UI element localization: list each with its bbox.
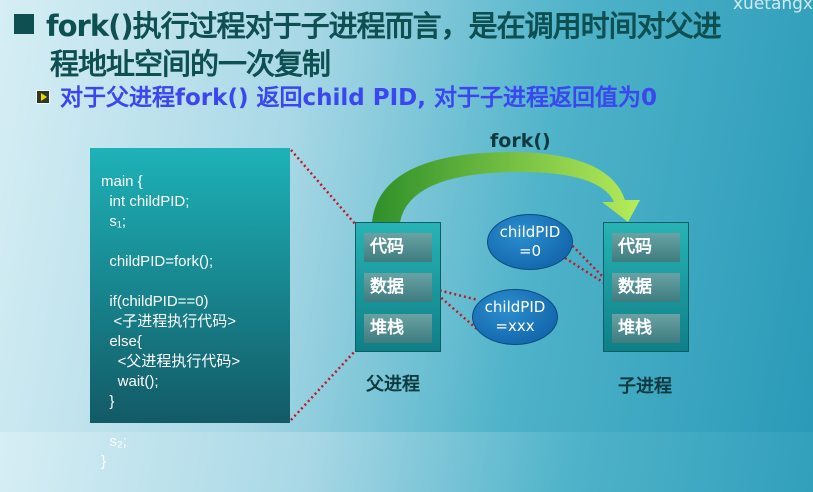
slide-title-line1: fork()执行过程对于子进程而言，是在调用时间对父进 [14, 6, 722, 46]
diagram-connectors [290, 149, 640, 421]
code-line: <子进程执行代码> [101, 313, 237, 330]
ellipse-text: childPID [499, 223, 561, 241]
code-line: wait(); [101, 373, 159, 390]
slide-title-line2: 程地址空间的一次复制 [50, 47, 331, 81]
code-line: if(childPID==0) [101, 293, 209, 310]
title-text: fork()执行过程对于子进程而言，是在调用时间对父进 [46, 9, 722, 43]
code-line: main { [101, 173, 143, 190]
dotted-line [429, 286, 479, 302]
ellipse-text: childPID [484, 298, 546, 316]
code-line: else{ [101, 333, 142, 350]
fork-arrow [372, 151, 640, 222]
watermark-logo: xuetangx [732, 0, 813, 14]
child-process-stack: 代码 数据 堆栈 [603, 222, 689, 352]
code-line: childPID=fork(); [101, 253, 214, 270]
code-line: s₁; [101, 213, 127, 230]
code-line: } [101, 393, 115, 410]
child-code-block: 代码 [612, 233, 680, 262]
dotted-line [290, 149, 357, 226]
child-label: 子进程 [618, 376, 672, 397]
code-line: s₂; [101, 433, 127, 450]
bullet-square-icon [14, 14, 34, 34]
parent-label: 父进程 [366, 374, 420, 395]
sub-bullet: 对于父进程fork() 返回child PID, 对于子进程返回值为0 [36, 82, 657, 114]
parent-return-ellipse: childPID=xxx [472, 289, 558, 345]
ellipse-text: =0 [518, 242, 542, 260]
code-line: } [101, 453, 107, 470]
child-stack-block: 堆栈 [612, 314, 680, 343]
code-line: <父进程执行代码> [101, 353, 241, 370]
bullet-arrow-icon [36, 90, 50, 104]
parent-code-block: 代码 [364, 233, 432, 262]
parent-process-stack: 代码 数据 堆栈 [355, 222, 441, 352]
dotted-line [290, 349, 357, 421]
parent-stack-block: 堆栈 [364, 314, 432, 343]
fork-label: fork() [490, 130, 551, 152]
ellipse-text: =xxx [495, 317, 535, 335]
child-return-ellipse: childPID=0 [487, 214, 573, 270]
code-line: int childPID; [101, 193, 190, 210]
child-data-block: 数据 [612, 273, 680, 302]
parent-data-block: 数据 [364, 273, 432, 302]
sub-bullet-text: 对于父进程fork() 返回child PID, 对于子进程返回值为0 [60, 85, 657, 111]
